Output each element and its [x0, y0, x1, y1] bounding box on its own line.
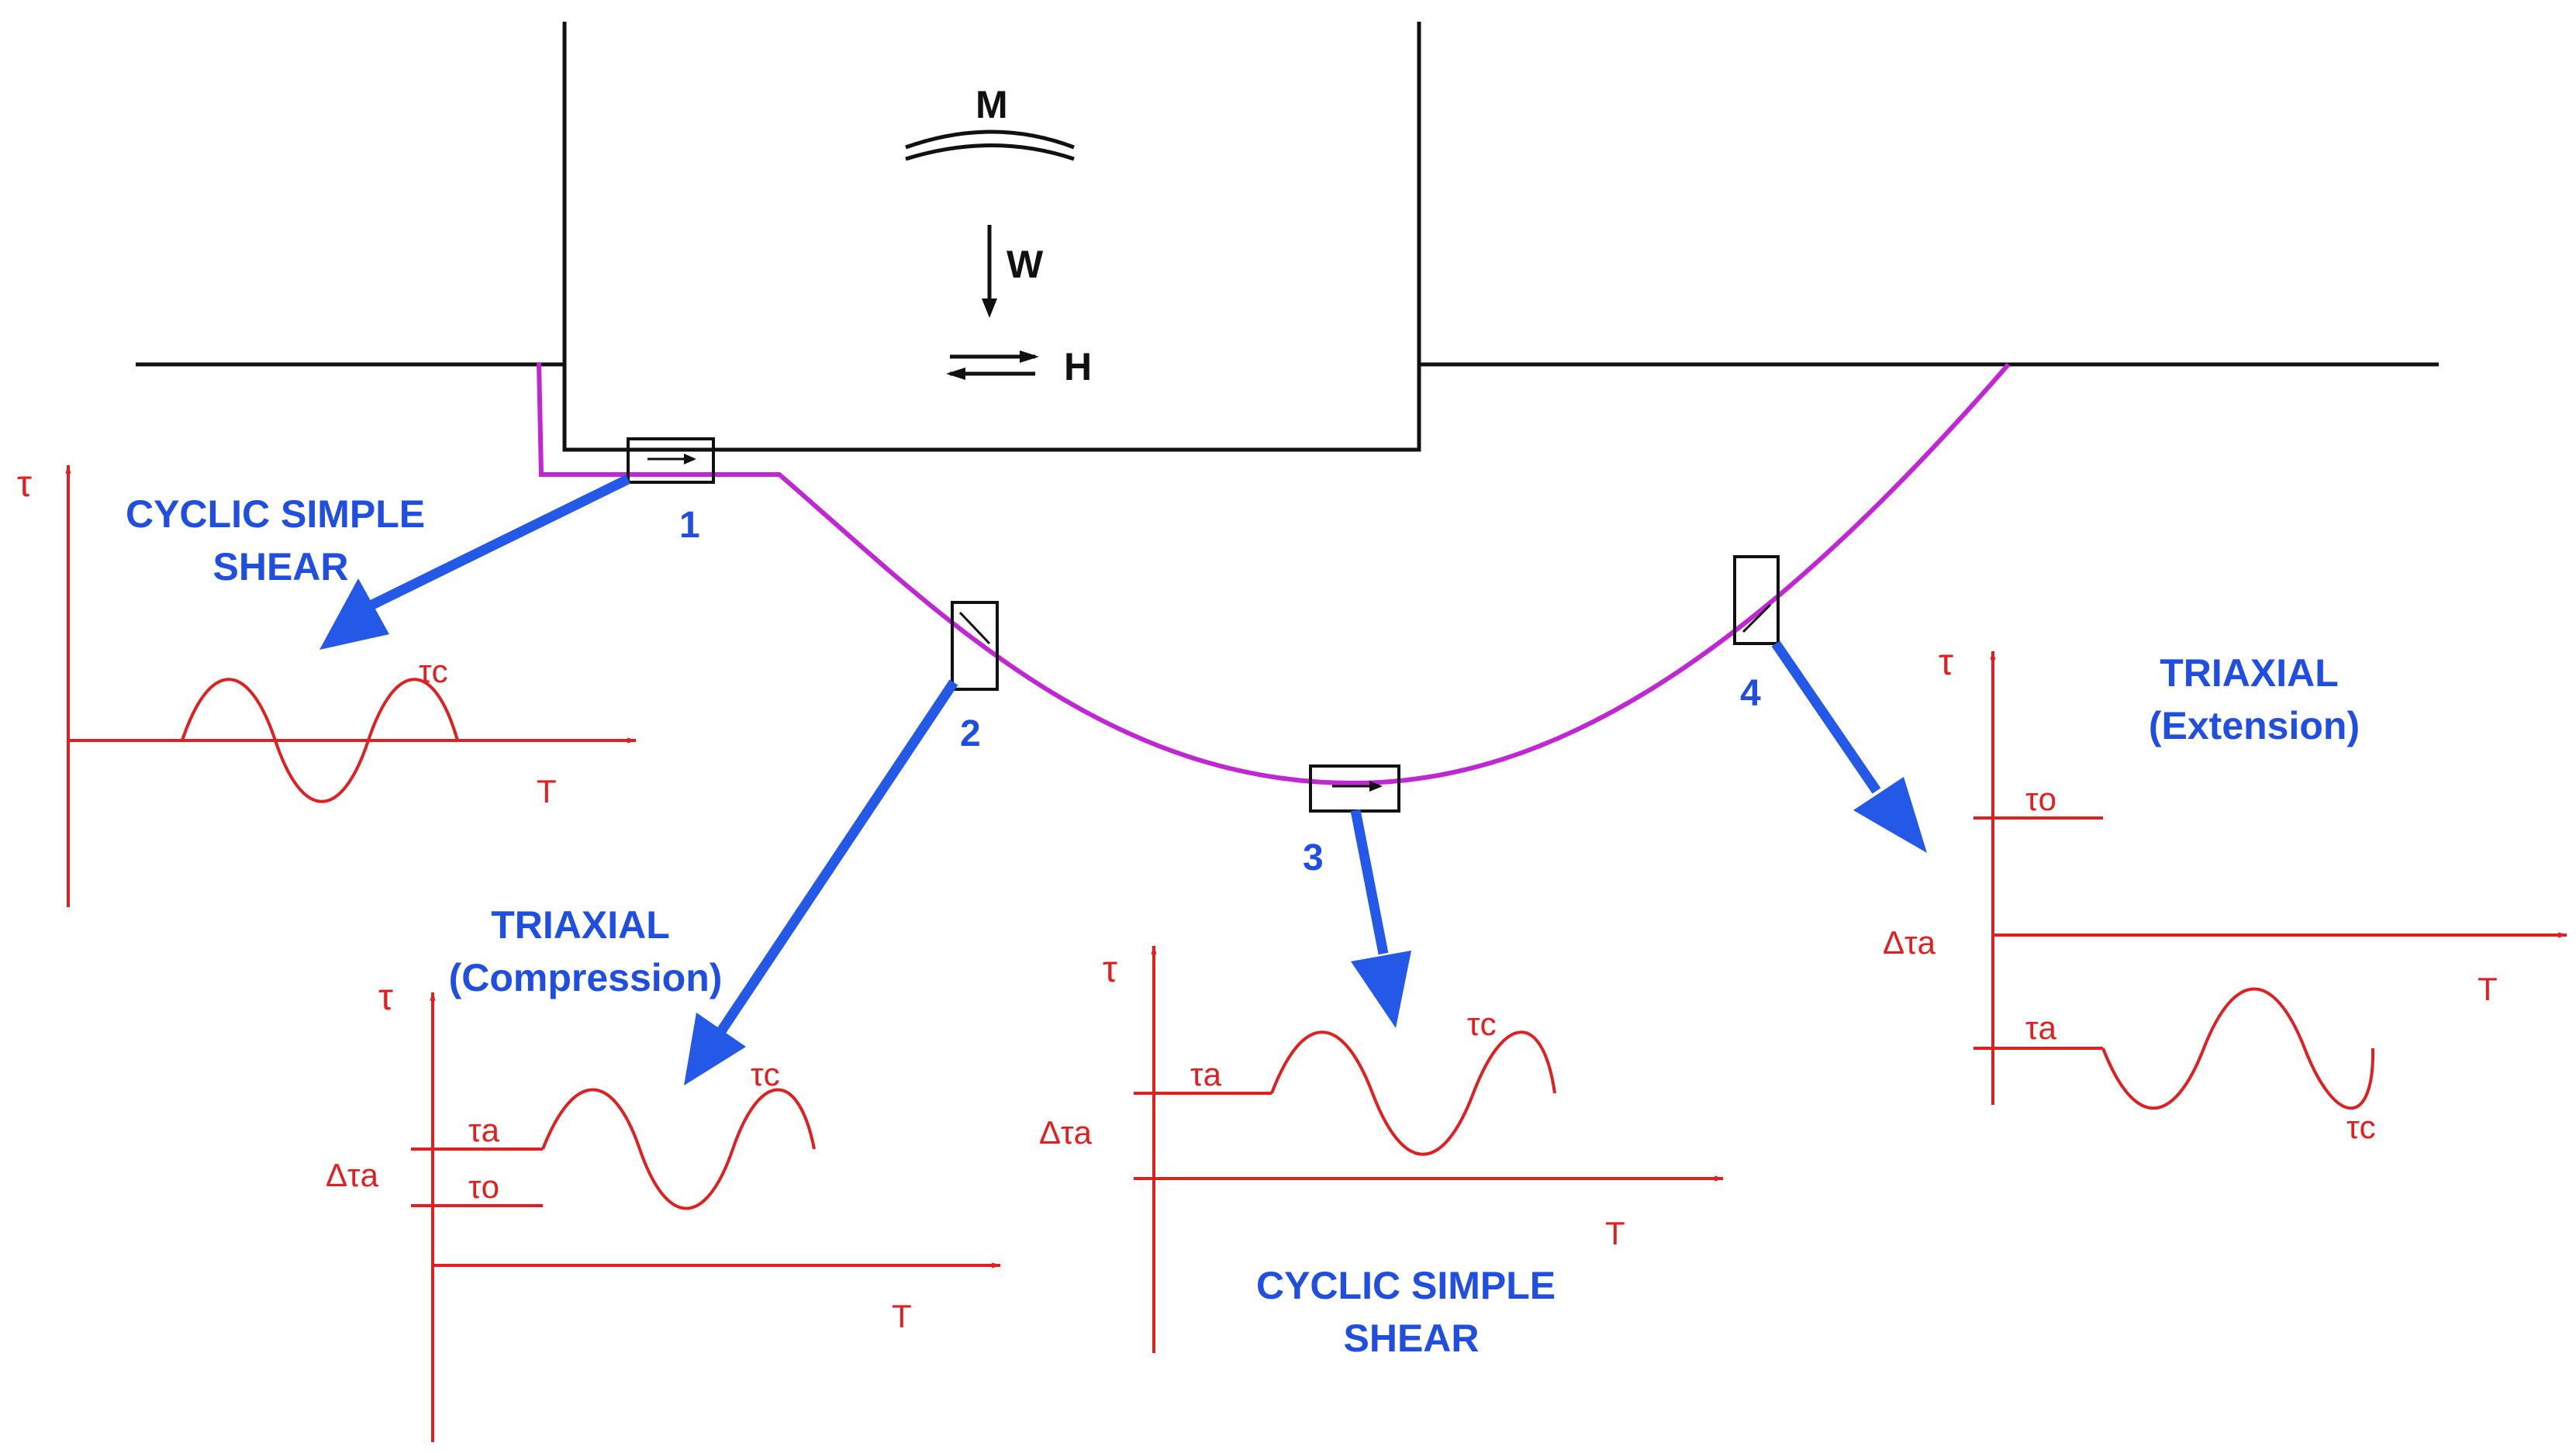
plot3-y-label: τ — [1103, 949, 1117, 990]
stress-plot-1 — [65, 464, 637, 907]
test-label-3: CYCLIC SIMPLE SHEAR — [1256, 1264, 1566, 1360]
plot1-cyclic-label: τc — [419, 653, 448, 689]
plot2-initial-label: τo — [468, 1168, 499, 1205]
moment-arc — [905, 129, 1075, 150]
moment-arc-inner — [905, 143, 1075, 161]
plot2-x-label: T — [892, 1298, 912, 1334]
foundation-block — [562, 22, 1421, 452]
plot4-cyclic-wave — [2101, 987, 2375, 1110]
test-label-4: TRIAXIAL (Extension) — [2149, 651, 2360, 747]
stress-plot-2 — [411, 991, 1002, 1442]
pointer-arrow-4 — [1771, 640, 1927, 853]
moment-label: M — [975, 83, 1008, 126]
test-label-2: TRIAXIAL (Compression) — [449, 903, 723, 999]
pointer-arrow-1 — [319, 475, 630, 650]
plot2-delta-label: Δτa — [326, 1157, 379, 1193]
plot4-cyclic-label: τc — [2346, 1109, 2376, 1145]
plot4-initial-label: τo — [2025, 781, 2056, 817]
plot3-cyclic-wave — [1270, 1030, 1556, 1156]
test-label-1: CYCLIC SIMPLE SHEAR — [126, 492, 436, 588]
plot4-delta-label: Δτa — [1883, 924, 1936, 961]
stress-plot-4 — [1973, 650, 2568, 1110]
weight-label: W — [1007, 243, 1044, 286]
stress-plot-3 — [1134, 944, 1725, 1353]
plot4-y-label: τ — [1939, 642, 1953, 683]
soil-element-3 — [1309, 764, 1400, 813]
element-number-3: 3 — [1303, 837, 1324, 878]
horizontal-label: H — [1064, 345, 1092, 388]
weight-arrow-head — [982, 299, 997, 318]
element-number-1: 1 — [679, 505, 700, 546]
soil-element-2 — [951, 601, 999, 691]
pointer-arrow-2 — [684, 679, 958, 1085]
plot4-average-label: τa — [2025, 1010, 2057, 1046]
plot3-delta-label: Δτa — [1039, 1114, 1093, 1151]
soil-element-4 — [1733, 555, 1780, 645]
element-number-2: 2 — [960, 713, 981, 754]
horizontal-arrow-top-head — [1020, 350, 1039, 363]
plot2-y-label: τ — [378, 977, 393, 1018]
failure-surface — [537, 362, 2011, 786]
pointer-arrow-3 — [1350, 809, 1411, 1028]
plot4-x-label: T — [2478, 971, 2498, 1007]
plot3-x-label: T — [1605, 1215, 1625, 1251]
plot2-cyclic-label: τc — [751, 1056, 780, 1092]
horizontal-arrow-bottom-head — [946, 368, 965, 380]
plot2-average-label: τa — [468, 1112, 500, 1148]
plot2-cyclic-wave — [541, 1088, 816, 1210]
plot3-average-label: τa — [1190, 1056, 1222, 1092]
element-number-4: 4 — [1740, 673, 1761, 714]
plot1-y-label: τ — [17, 464, 32, 505]
soil-element-1 — [627, 437, 715, 484]
plot3-cyclic-label: τc — [1467, 1006, 1497, 1042]
plot1-x-label: T — [537, 773, 557, 809]
plot1-cyclic-wave — [181, 678, 459, 803]
